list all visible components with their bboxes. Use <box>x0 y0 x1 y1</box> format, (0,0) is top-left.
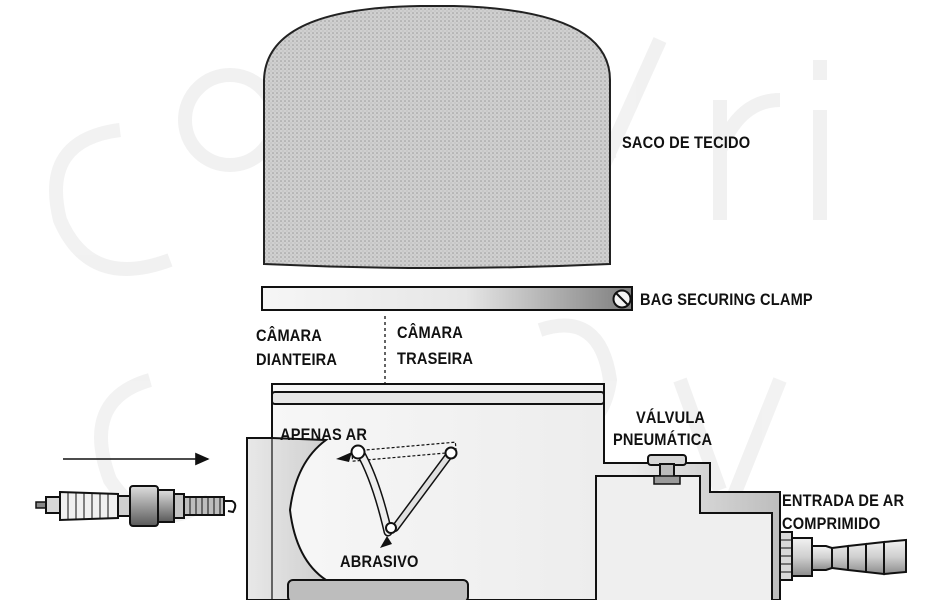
air-only-label: APENAS AR <box>280 425 368 444</box>
front-chamber-label-line1: CÂMARA <box>256 326 323 345</box>
clamp-label: BAG SECURING CLAMP <box>640 290 813 309</box>
air-inlet-fitting <box>779 531 907 581</box>
pneumatic-valve <box>647 454 687 485</box>
spark-plug <box>35 485 237 527</box>
bottom-opening <box>287 579 469 600</box>
fabric-bag-label: SACO DE TECIDO <box>622 133 751 152</box>
body-rim <box>271 391 605 405</box>
front-chamber-label-line2: DIANTEIRA <box>256 350 338 369</box>
bag-clamp <box>261 286 633 311</box>
abrasive-label: ABRASIVO <box>340 552 419 571</box>
air-valve-label-line2: PNEUMÁTICA <box>613 430 713 449</box>
air-valve-label-line1: VÁLVULA <box>636 408 706 427</box>
air-inlet-label-line1: ENTRADA DE AR <box>782 491 905 510</box>
fabric-bag <box>263 5 611 269</box>
rear-chamber-label-line2: TRASEIRA <box>397 349 474 368</box>
clamp-screw-icon <box>612 289 632 309</box>
air-inlet-label-line2: COMPRIMIDO <box>782 514 881 533</box>
selector-lever <box>336 441 458 548</box>
rear-chamber-label-line1: CÂMARA <box>397 323 464 342</box>
